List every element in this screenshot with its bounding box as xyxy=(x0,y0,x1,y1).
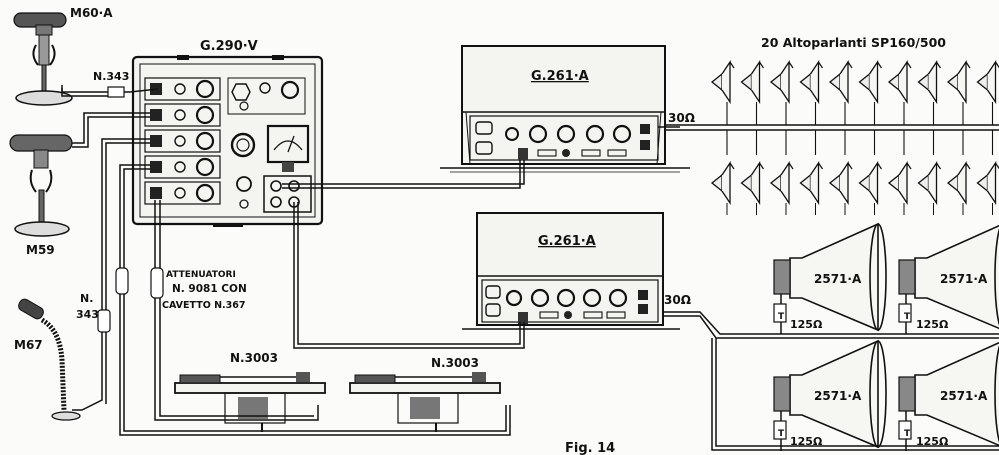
label-ohm-mid: 30Ω xyxy=(664,293,691,307)
label-figure: Fig. 14 xyxy=(565,441,615,455)
loudspeaker-icon xyxy=(801,62,823,114)
loudspeaker-icon xyxy=(889,62,911,114)
label-deck-right: N.3003 xyxy=(431,356,479,370)
loudspeaker-icon xyxy=(860,163,882,215)
label-attenuators-2: N. 9081 CON xyxy=(172,283,247,295)
turntable-left xyxy=(175,372,325,432)
label-mixer: G.290·V xyxy=(200,39,258,54)
label-mic-low: M67 xyxy=(14,338,43,352)
loudspeaker-icon xyxy=(771,62,793,114)
label-amp-top: G.261·A xyxy=(531,69,589,84)
label-t-1: T xyxy=(778,312,785,322)
loudspeaker-icon xyxy=(771,163,793,215)
loudspeaker-icon xyxy=(712,163,734,215)
label-ohm-h3: 125Ω xyxy=(790,435,823,448)
label-cable-left-1: N. xyxy=(80,292,93,305)
mic-m60a-icon xyxy=(14,13,72,105)
label-mic-top: M60·A xyxy=(70,6,113,20)
label-attenuators-1: ATTENUATORI xyxy=(166,270,236,280)
loudspeaker-icon xyxy=(830,62,852,114)
label-amp-bottom: G.261·A xyxy=(538,234,596,249)
label-ohm-h1: 125Ω xyxy=(790,318,823,331)
label-mic-mid: M59 xyxy=(26,243,55,257)
turntable-right xyxy=(350,372,500,432)
loudspeaker-icon xyxy=(801,163,823,215)
label-ohm-h4: 125Ω xyxy=(916,435,949,448)
speaker-bus xyxy=(665,125,999,130)
speaker-array xyxy=(712,62,999,215)
mic-m67-icon xyxy=(17,297,80,420)
loudspeaker-icon xyxy=(742,163,764,215)
label-cable-top: N.343 xyxy=(93,70,129,83)
label-horn-4: 2571·A xyxy=(940,389,988,403)
label-horn-3: 2571·A xyxy=(814,389,862,403)
loudspeaker-icon xyxy=(712,62,734,114)
label-horn-1: 2571·A xyxy=(814,272,862,286)
loudspeaker-icon xyxy=(889,163,911,215)
loudspeaker-icon xyxy=(978,163,999,215)
label-attenuators-3: CAVETTO N.367 xyxy=(162,300,245,311)
loudspeaker-icon xyxy=(919,62,941,114)
label-deck-left: N.3003 xyxy=(230,351,278,365)
label-ohm-h2: 125Ω xyxy=(916,318,949,331)
label-horn-2: 2571·A xyxy=(940,272,988,286)
loudspeaker-icon xyxy=(948,62,970,114)
loudspeaker-icon xyxy=(919,163,941,215)
label-t-4: T xyxy=(904,429,911,439)
loudspeaker-icon xyxy=(742,62,764,114)
mixer-g290v xyxy=(133,55,322,227)
loudspeaker-icon xyxy=(860,62,882,114)
loudspeaker-icon xyxy=(948,163,970,215)
amplifier-bottom xyxy=(462,213,680,329)
label-t-2: T xyxy=(904,312,911,322)
amplifier-top xyxy=(440,46,690,172)
label-speakers-title: 20 Altoparlanti SP160/500 xyxy=(761,35,946,50)
loudspeaker-icon xyxy=(978,62,999,114)
loudspeaker-icon xyxy=(830,163,852,215)
label-ohm-top: 30Ω xyxy=(668,111,695,125)
mic-m59-icon xyxy=(10,135,72,236)
label-t-3: T xyxy=(778,429,785,439)
label-cable-left-2: 343 xyxy=(76,308,99,321)
